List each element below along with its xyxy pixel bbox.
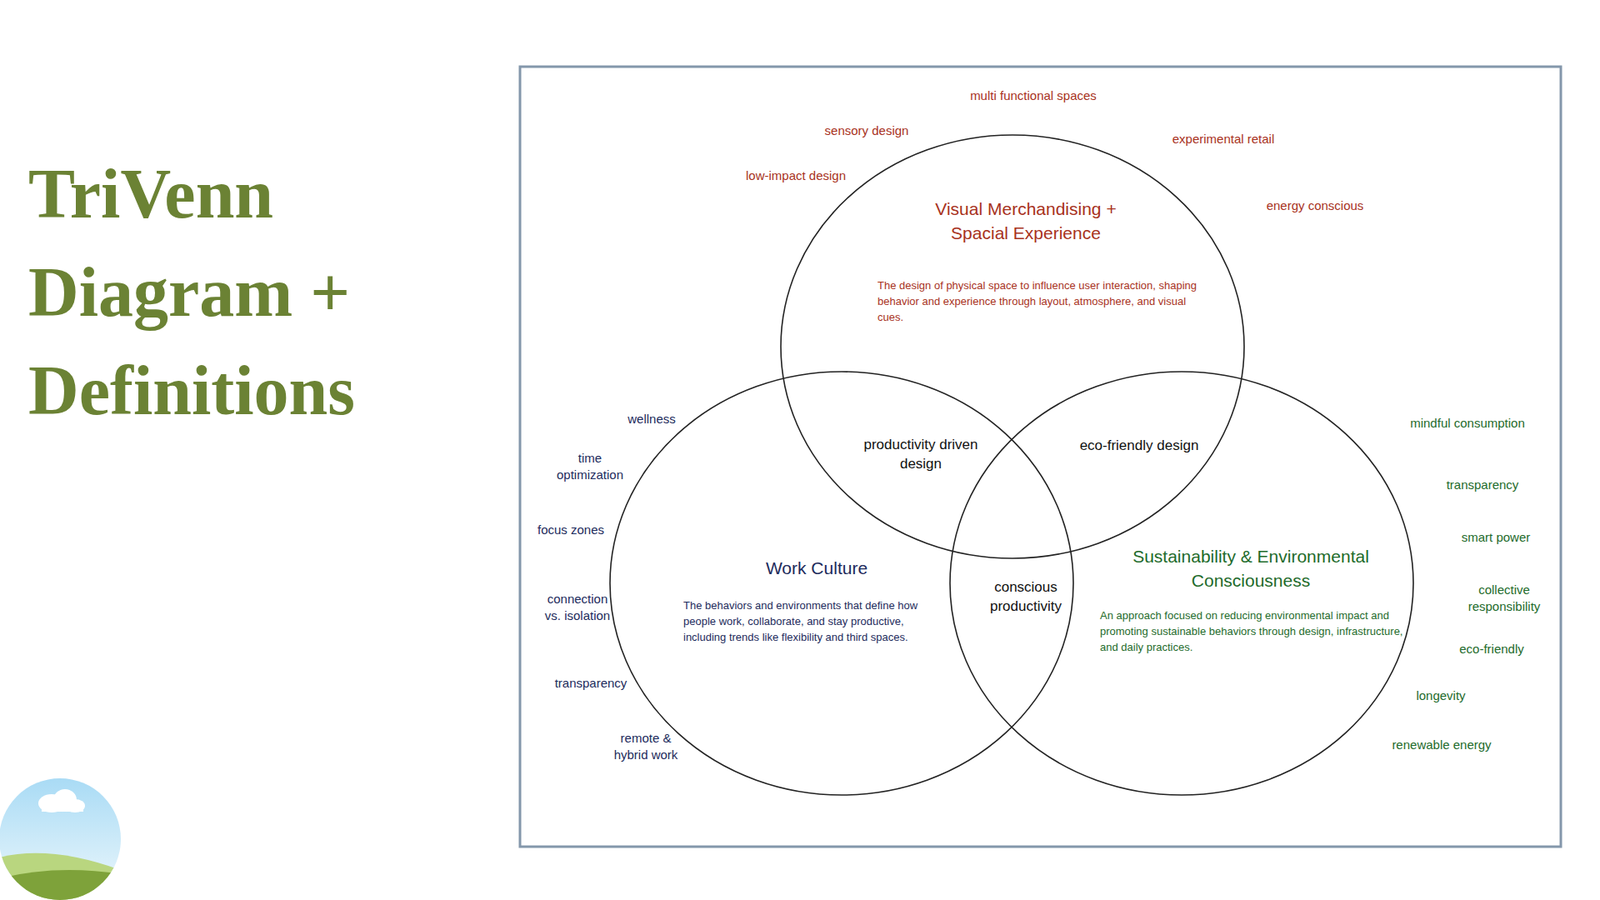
circle-definition: The behaviors and environments that defi…	[683, 597, 934, 645]
page-title: TriVenn Diagram + Definitions	[28, 145, 445, 440]
circle-heading: Work Culture	[704, 555, 930, 580]
circle-heading: Sustainability & Environmental Conscious…	[1113, 544, 1389, 593]
keyword: renewable energy	[1358, 736, 1525, 754]
keyword: longevity	[1378, 687, 1504, 705]
keyword: transparency	[1420, 476, 1545, 494]
keyword: sensory design	[783, 122, 950, 140]
venn-circle: Visual Merchandising + Spacial Experienc…	[780, 134, 1245, 560]
keyword: multi functional spaces	[933, 87, 1134, 105]
keyword: low-impact design	[712, 167, 880, 185]
circle-definition: An approach focused on reducing environm…	[1100, 607, 1407, 655]
keyword: eco-friendly	[1429, 640, 1555, 658]
keyword: focus zones	[508, 521, 634, 539]
circle-definition: The design of physical space to influenc…	[877, 277, 1199, 325]
circle-shape	[780, 135, 1245, 559]
keyword: mindful consumption	[1384, 415, 1551, 432]
overlap-label: eco-friendly design	[1047, 435, 1231, 455]
keyword: experimental retail	[1131, 130, 1315, 148]
circle-outline	[780, 134, 1245, 560]
keyword: remote & hybrid work	[607, 730, 685, 764]
landscape-logo	[0, 778, 125, 900]
keyword: smart power	[1433, 529, 1559, 546]
keyword: connection vs. isolation	[542, 590, 614, 625]
circle-shape	[950, 371, 1414, 795]
circle-heading: Visual Merchandising + Spacial Experienc…	[913, 196, 1139, 245]
keyword: energy conscious	[1231, 197, 1399, 215]
keyword: collective responsibility	[1460, 581, 1549, 615]
keyword: transparency	[528, 675, 654, 692]
overlap-label: conscious productivity	[975, 577, 1076, 616]
overlap-label: productivity driven design	[850, 435, 992, 474]
keyword: time optimization	[548, 450, 632, 484]
diagram-frame	[520, 66, 1561, 847]
keyword: wellness	[589, 410, 715, 428]
